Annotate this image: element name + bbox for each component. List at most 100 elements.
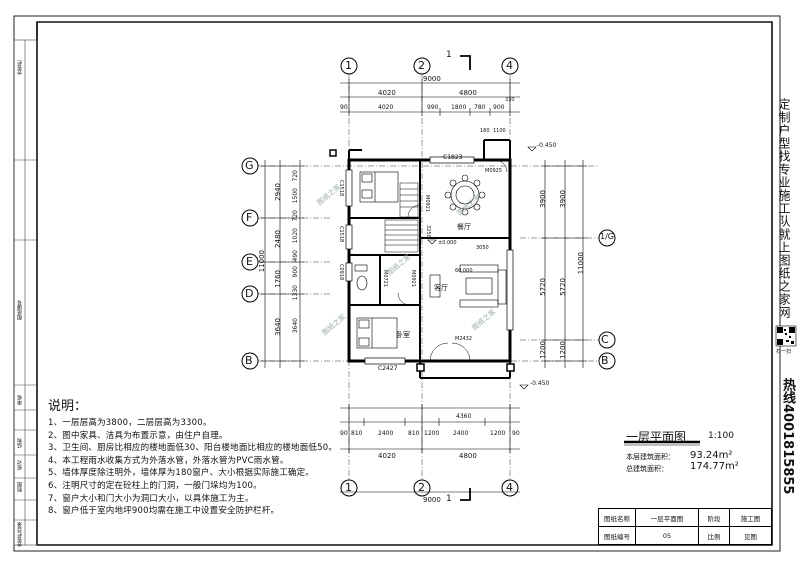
room-dim-3050: 3050 [476, 245, 489, 251]
code-c0918: C0918 [338, 264, 344, 281]
axis-label-4-top: 4 [506, 59, 513, 72]
axis-label-b-left: B [245, 354, 253, 367]
side-ad-text: 定制户型找专业施工队就上图纸之家网 [777, 98, 791, 319]
area-this-value: 93.24m² [690, 450, 733, 461]
tb-drawing-name-label: 图纸名称 [598, 508, 636, 527]
dim-bottom-r2-0: 90 [340, 430, 348, 437]
dim-bottom-2: 4800 [459, 452, 477, 460]
dim-right-inner-1: 5720 [539, 278, 547, 296]
dim-right-inner-0: 3900 [539, 190, 547, 208]
section-mark-top: 1 [446, 50, 452, 60]
dim-top-r2-1: 4020 [378, 104, 394, 111]
code-m0721: M0721 [382, 270, 388, 288]
dim-top-r2-5: 900 [493, 104, 505, 111]
dim-left-inner-1: 720 [292, 170, 299, 182]
dim-right-inner-2: 1200 [539, 341, 547, 359]
title-block: 图纸名称 一层平面图 阶段 施工图 图纸编号 05 比例 见图 [598, 508, 772, 545]
strip-label-1: 审核 [17, 395, 23, 405]
axis-label-4-bottom: 4 [506, 481, 513, 494]
dim-left-inner-3: 720 [292, 210, 299, 222]
elevation-interior: ±0.000 [438, 240, 457, 246]
axis-label-e: E [246, 255, 253, 268]
axis-label-g: G [245, 159, 254, 172]
note-8: 8、窗户低于室内地坪900均需在施工中设置安全防护栏杆。 [48, 506, 280, 517]
strip-label-0: 会签栏 [17, 60, 23, 75]
dim-bottom-small-0: 4360 [456, 413, 472, 420]
axis-label-d: D [245, 287, 254, 300]
notes-title: 说明： [48, 399, 88, 414]
room-living: 客厅 [434, 284, 448, 292]
note-3: 3、卫生间、厨房比相应的楼地面低30、阳台楼地面比相应的楼地面低50。 [48, 443, 338, 454]
dim-left-inner-10: 3640 [292, 318, 299, 334]
tb-drawing-name-value: 一层平面图 [635, 508, 699, 527]
dim-left-outer: 11000 [258, 250, 266, 273]
code-m0925: M0925 [485, 168, 503, 174]
dim-right-mid-1: 5720 [559, 278, 567, 296]
dim-right-outer: 11000 [577, 252, 585, 275]
axis-label-2-bottom: 2 [418, 481, 425, 494]
strip-label-4: 制图 [17, 482, 23, 492]
dim-bottom-total: 9000 [423, 496, 441, 504]
dim-bottom-r2-2: 2400 [378, 430, 394, 437]
dim-left-inner-7: 900 [292, 266, 299, 278]
axis-label-1g: 1/G [600, 232, 614, 241]
tb-drawing-no-label: 图纸编号 [598, 526, 636, 545]
tb-scale-label: 比例 [698, 526, 730, 545]
qr-code [775, 325, 797, 347]
note-7: 7、窗户大小和门大小为洞口大小，以具体施工为主。 [48, 493, 254, 504]
strip-label-2: 结构 [17, 438, 23, 448]
room-area-label: 60.000 [455, 268, 473, 274]
code-c1518-a: C1518 [338, 180, 344, 197]
room-bedroom: 卧室 [396, 331, 410, 339]
code-3250: 3250 [425, 225, 431, 238]
dim-top-r2-0: 90 [340, 104, 348, 111]
hotline: 热线4001815855 [780, 378, 795, 495]
dim-top-r2-6: 330 [505, 97, 515, 103]
dim-left-inner-9: 1330 [292, 285, 299, 301]
note-5: 5、墙体厚度除注明外，墙体厚为180窗户、大小根据实际施工确定。 [48, 468, 315, 479]
dim-bottom-r2-1: 810 [351, 430, 363, 437]
dim-left-mid-0: 2940 [274, 183, 282, 201]
tb-stage-value: 施工图 [729, 508, 772, 527]
qr-caption: 扫一扫 [776, 349, 792, 355]
area-this-label: 本层建筑面积： [626, 453, 675, 461]
tb-scale-value: 见图 [729, 526, 772, 545]
note-6: 6、注明尺寸的定在砼柱上的门洞，一般门垛均为100。 [48, 480, 262, 491]
axis-label-2-top: 2 [418, 59, 425, 72]
dim-top-small-0: 180 [480, 128, 490, 134]
dim-bottom-r2-5: 2400 [453, 430, 469, 437]
strip-label-3: 校对 [17, 460, 23, 470]
axis-label-c: C [601, 333, 609, 346]
plan-title: 一层平面图 [626, 430, 687, 444]
area-total-value: 174.77m² [690, 461, 739, 472]
notes-block: 说明： 1、一层层高为3800，二层层高为3300。 2、图中家具、洁具为布置示… [48, 395, 378, 518]
strip-label-5: 图纸编号 [17, 300, 23, 320]
dim-left-mid-3: 3640 [274, 318, 282, 336]
code-c2427: C2427 [378, 365, 398, 372]
area-total-label: 总建筑面积： [626, 465, 668, 473]
code-c1823: C1823 [443, 154, 463, 161]
dim-top-r2-2: 990 [427, 104, 439, 111]
note-2: 2、图中家具、洁具为布置示意，由住户自理。 [48, 430, 228, 441]
dim-top-total: 9000 [423, 75, 441, 83]
room-dining: 餐厅 [457, 223, 471, 231]
elevation-top: -0.450 [537, 142, 557, 149]
code-m0921-a: M0921 [424, 195, 430, 213]
code-m0921-b: M0921 [410, 270, 416, 288]
dim-top-small-1: 1100 [493, 128, 506, 134]
dim-left-inner-5: 490 [292, 250, 299, 262]
dim-left-inner-2: 1500 [292, 188, 299, 204]
left-strip [13, 39, 38, 546]
axis-label-f: F [246, 211, 253, 224]
plan-scale: 1:100 [708, 431, 734, 441]
dim-bottom-r2-6: 1200 [490, 430, 506, 437]
dim-right-mid-2: 1200 [559, 341, 567, 359]
elevation-bottom: -0.450 [530, 380, 550, 387]
dim-left-mid-2: 1760 [274, 270, 282, 288]
dim-bottom-r2-3: 810 [408, 430, 420, 437]
code-m2432: M2432 [455, 336, 473, 342]
dim-top-r2-3: 1800 [451, 104, 467, 111]
dim-right-mid-0: 3900 [559, 190, 567, 208]
dim-bottom-r2-4: 1200 [424, 430, 440, 437]
